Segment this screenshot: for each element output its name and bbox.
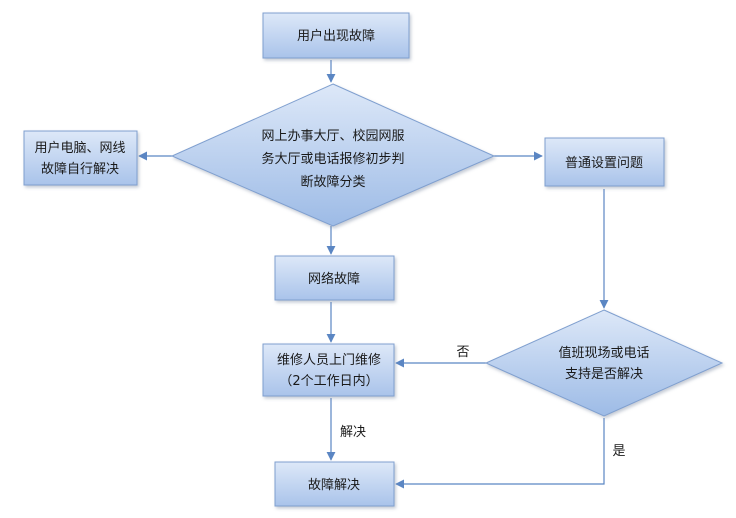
- node-start: [262, 12, 410, 59]
- resolved-label: 故障解决: [308, 478, 360, 493]
- repair-line1: 维修人员上门维修: [277, 353, 381, 368]
- edge-label-yes: 是: [612, 444, 625, 459]
- decision-duty-line2: 支持是否解决: [565, 367, 643, 382]
- common-settings-label: 普通设置问题: [565, 156, 643, 171]
- self-fix-line1: 用户电脑、网线: [34, 140, 125, 156]
- decision-main-line2: 务大厅或电话报修初步判: [261, 151, 404, 167]
- node-decision-main: [170, 83, 496, 227]
- edge-label-no: 否: [456, 345, 469, 360]
- node-self-fix: [23, 130, 138, 186]
- connectors: [138, 60, 609, 489]
- node-common-settings: [544, 137, 665, 187]
- repair-line2: （2个工作日内）: [279, 373, 378, 389]
- node-network-fault: [274, 255, 395, 301]
- self-fix-line2: 故障自行解决: [41, 162, 119, 177]
- node-resolved: [274, 461, 395, 507]
- decision-duty-line1: 值班现场或电话: [558, 345, 649, 361]
- node-decision-duty: [484, 309, 724, 417]
- edge-label-solved: 解决: [340, 425, 366, 440]
- node-start-label: 用户出现故障: [297, 28, 375, 44]
- network-fault-label: 网络故障: [308, 271, 360, 287]
- edge-duty-to-resolved: [395, 418, 605, 489]
- decision-main-line1: 网上办事大厅、校园网服: [261, 128, 404, 144]
- node-repair: [262, 343, 395, 397]
- decision-main-line3: 断故障分类: [300, 175, 365, 190]
